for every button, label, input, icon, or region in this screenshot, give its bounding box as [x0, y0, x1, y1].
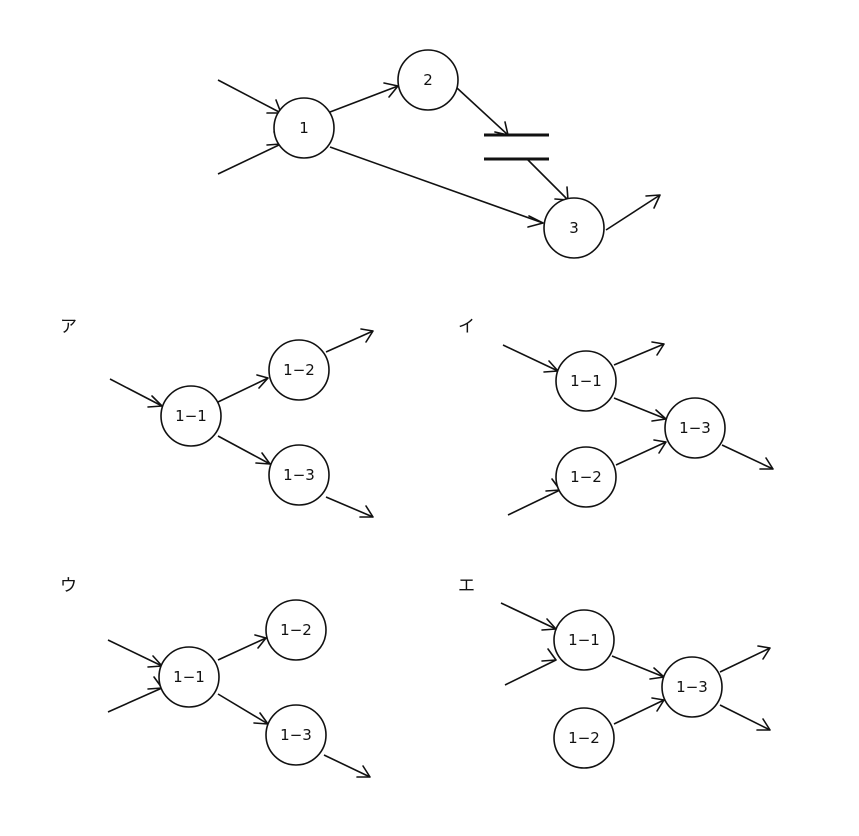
svg-text:1−1: 1−1	[173, 668, 205, 686]
arrowheads-main	[266, 82, 661, 228]
option-i-node-1-1: 1−1	[555, 350, 617, 412]
option-a-node-1-1: 1−1	[160, 385, 222, 447]
edge-e-13-out-upper	[719, 647, 771, 673]
svg-text:1−1: 1−1	[568, 631, 600, 649]
option-u-node-1-2: 1−2	[265, 599, 327, 661]
edge-in-lower-to-1	[217, 143, 282, 175]
edge-in-upper-to-1	[217, 79, 282, 114]
option-u-node-1-3: 1−3	[265, 704, 327, 766]
svg-text:1−2: 1−2	[280, 621, 312, 639]
edge-1-to-2	[329, 85, 399, 113]
edge-3-out	[605, 194, 661, 231]
edge-u-in-lower	[107, 687, 163, 713]
svg-text:1−2: 1−2	[283, 361, 315, 379]
option-e-node-1-3: 1−3	[661, 656, 723, 718]
edge-i-13-out	[721, 444, 774, 470]
edge-u-in-upper	[107, 639, 163, 667]
svg-text:1−3: 1−3	[676, 678, 708, 696]
svg-text:1−1: 1−1	[570, 372, 602, 390]
svg-text:1−3: 1−3	[280, 726, 312, 744]
edge-i-11-to-13	[613, 397, 667, 420]
edge-e-11-to-13	[611, 655, 665, 678]
option-i-label: イ	[458, 317, 475, 337]
svg-text:1−3: 1−3	[283, 466, 315, 484]
edge-i-in-11	[502, 344, 559, 372]
edge-e-in-lower	[504, 659, 557, 686]
edge-a-13-out	[325, 496, 374, 518]
edge-i-in-12	[507, 489, 561, 516]
option-u-node-1-1: 1−1	[158, 646, 220, 708]
svg-text:1−2: 1−2	[570, 468, 602, 486]
edge-a-11-to-12	[217, 377, 269, 403]
option-i-node-1-2: 1−2	[555, 446, 617, 508]
option-a-node-1-2: 1−2	[268, 339, 330, 401]
node-3: 3	[543, 197, 605, 259]
svg-text:1−1: 1−1	[175, 407, 207, 425]
option-a-node-1-3: 1−3	[268, 444, 330, 506]
option-e: エ 1−1 1−2 1−3	[458, 576, 771, 769]
edge-u-11-to-13	[217, 693, 269, 725]
node-1-label: 1	[299, 119, 309, 137]
node-2-label: 2	[423, 71, 433, 89]
option-u-label: ウ	[60, 576, 77, 596]
edge-a-11-to-13	[217, 435, 271, 465]
option-a: ア 1−1 1−2 1−3	[60, 317, 374, 518]
svg-text:1−3: 1−3	[679, 419, 711, 437]
main-diagram: 1 2 3	[217, 49, 661, 259]
svg-text:1−2: 1−2	[568, 729, 600, 747]
edge-2-to-3-lower	[526, 158, 569, 201]
node-3-label: 3	[569, 219, 579, 237]
edge-i-11-out	[613, 343, 665, 366]
edge-a-in	[109, 378, 163, 407]
edge-e-13-out-lower	[719, 704, 771, 731]
option-e-label: エ	[458, 576, 475, 596]
option-e-node-1-1: 1−1	[553, 609, 615, 671]
node-2: 2	[397, 49, 459, 111]
edge-u-11-to-12	[217, 637, 267, 661]
node-1: 1	[273, 97, 335, 159]
edge-1-to-3	[329, 146, 544, 224]
edge-2-to-3-upper	[456, 87, 509, 136]
option-i: イ 1−1 1−2 1−3	[458, 317, 774, 516]
edge-i-12-to-13	[615, 441, 667, 466]
edge-a-12-out	[325, 330, 374, 353]
option-u: ウ 1−1 1−2 1−3	[60, 576, 371, 778]
option-e-node-1-2: 1−2	[553, 707, 615, 769]
option-a-label: ア	[60, 317, 77, 337]
edge-u-13-out	[323, 754, 371, 778]
edge-e-in-upper	[500, 602, 557, 630]
option-i-node-1-3: 1−3	[664, 397, 726, 459]
edge-e-12-to-13	[613, 699, 665, 725]
